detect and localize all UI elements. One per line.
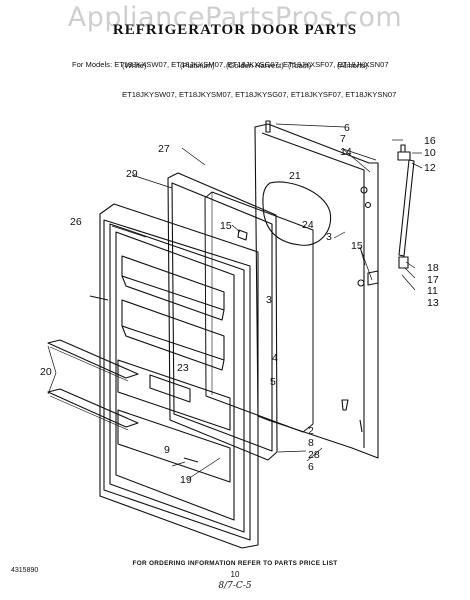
page-title: REFRIGERATOR DOOR PARTS	[112, 22, 358, 38]
callout-15-right: 15	[351, 240, 363, 252]
door-hole-mid	[364, 201, 372, 209]
insulation-panel	[204, 191, 314, 433]
hinge-pin-block	[397, 151, 411, 161]
document-code: 4315890	[11, 567, 39, 574]
color-toast: (Toast)	[288, 61, 312, 70]
color-almond: (Almond)	[337, 61, 368, 70]
callout-6-bottom: 6	[308, 461, 314, 473]
callout-6-top: 6	[344, 122, 350, 134]
callout-27: 27	[158, 143, 170, 155]
callout-10: 10	[424, 147, 436, 159]
model-line-2: ET18JKYSW07, ET18JKYSM07, ET18JKYSG07, E…	[122, 90, 397, 99]
door-hole-lower	[357, 279, 365, 287]
callout-13: 13	[427, 297, 439, 309]
model-line-1: For Models: ET18JKXSW07, ET18JKXSM07, ET…	[72, 60, 389, 69]
bin-detail	[149, 374, 191, 403]
callout-5: 5	[270, 376, 276, 388]
dairy-lip	[121, 325, 225, 371]
handwritten-note: 8/7-C-5	[218, 581, 252, 591]
door-gasket	[167, 172, 278, 461]
callout-15-left: 15	[220, 220, 232, 232]
hinge-plate	[367, 270, 379, 286]
color-platinum: (Platinum)	[180, 61, 215, 70]
hinge-bracket	[398, 256, 409, 269]
screw-9	[183, 457, 199, 463]
screw-6	[265, 120, 271, 133]
screw-26	[89, 295, 109, 301]
callout-16: 16	[424, 135, 436, 147]
callout-12: 12	[424, 162, 436, 174]
callout-4: 4	[272, 352, 278, 364]
callout-24: 24	[302, 219, 314, 231]
shelf-bar-lower	[47, 388, 139, 428]
ordering-note: FOR ORDERING INFORMATION REFER TO PARTS …	[132, 560, 338, 567]
callout-17: 17	[427, 274, 439, 286]
hinge-cap	[400, 144, 406, 153]
page-number: 10	[230, 570, 240, 579]
callout-18: 18	[427, 262, 439, 274]
callout-20: 20	[40, 366, 52, 378]
callout-26: 26	[70, 216, 82, 228]
callout-14: 14	[340, 146, 352, 158]
screw-2	[359, 419, 363, 433]
door-foot	[341, 399, 349, 411]
watermark: AppliancePartsPros.com	[67, 2, 403, 33]
color-golden-harvest: (Golden Harvest)	[226, 61, 284, 70]
door-liner	[99, 203, 259, 549]
callout-23: 23	[177, 362, 189, 374]
egg-shelf	[121, 255, 225, 321]
callout-19: 19	[180, 474, 192, 486]
callout-9: 9	[164, 444, 170, 456]
callout-8: 8	[308, 437, 314, 449]
callout-2: 2	[308, 425, 314, 437]
door-stop-rod	[398, 159, 415, 257]
callout-29: 29	[126, 168, 138, 180]
outer-door-panel	[254, 123, 379, 459]
shelf-bar-upper	[47, 339, 139, 379]
lower-door-bin	[117, 359, 231, 431]
callout-3-lower: 3	[266, 294, 272, 306]
callout-7: 7	[340, 133, 346, 145]
door-hole-top	[360, 186, 368, 194]
clip-15	[237, 229, 248, 241]
insulation-pad	[262, 181, 332, 246]
callout-21: 21	[289, 170, 301, 182]
model-list: For Models: ET18JKXSW07, ET18JKXSM07, ET…	[72, 40, 396, 110]
callout-11: 11	[427, 285, 438, 297]
callout-28: 28	[308, 449, 320, 461]
bottom-door-bin	[117, 409, 231, 483]
callout-3-upper: 3	[326, 231, 332, 243]
color-white: (White)	[122, 61, 147, 70]
